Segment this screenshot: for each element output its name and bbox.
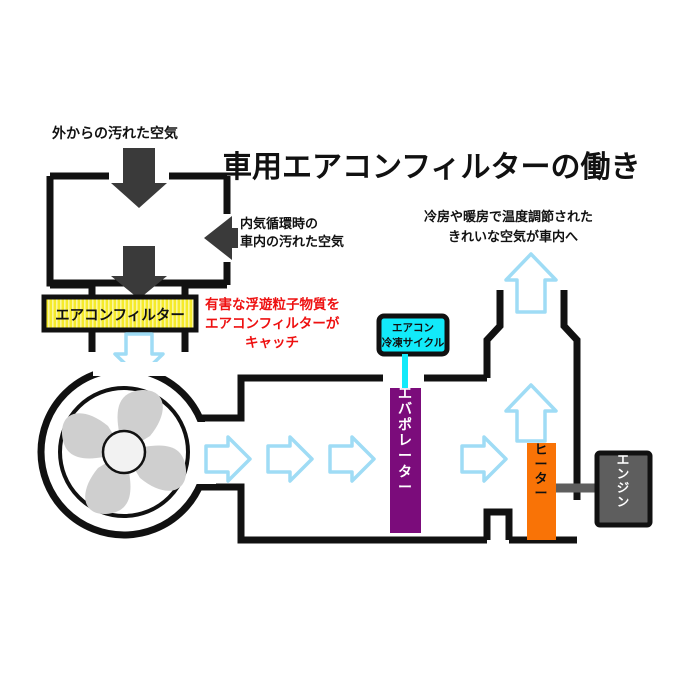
evaporator-label: エバポレーター — [398, 385, 412, 495]
recirculated-air-arrow — [204, 216, 238, 260]
airflow-arrow-1 — [204, 435, 252, 483]
ac-cycle-label-line1: エアコン — [392, 322, 434, 334]
filter-outlet-duct — [88, 330, 189, 352]
filter-note-line2: エアコンフィルターが — [205, 315, 340, 331]
filter-note-line1: 有害な浮遊粒子物質を — [205, 296, 340, 312]
blower-fan — [58, 386, 190, 518]
airflow-arrow-3 — [328, 435, 376, 483]
heater-label: ヒーター — [534, 442, 547, 501]
recirc-air-label-line2: 車内の汚れた空気 — [240, 234, 344, 249]
evaporator[interactable]: エバポレーター — [390, 385, 421, 533]
recirc-air-label-line1: 内気循環時の — [240, 216, 318, 231]
airflow-arrow-up-upper — [504, 252, 558, 314]
hvac-case-outline — [216, 374, 581, 544]
intake-duct-walls — [46, 176, 231, 289]
heater[interactable]: ヒーター — [527, 442, 556, 540]
filter-label: エアコンフィルター — [55, 307, 185, 324]
filter-note-line3: キャッチ — [245, 335, 299, 350]
airflow-arrow-2 — [266, 435, 314, 483]
airflow-arrows-main — [204, 435, 508, 483]
outside-air-arrow — [111, 148, 167, 208]
cabin-outlet-riser — [483, 290, 581, 378]
airflow-arrow-up-lower — [504, 383, 558, 443]
to-filter-arrow — [111, 246, 167, 299]
airflow-arrow-4 — [460, 435, 508, 483]
air-conditioner-filter[interactable]: エアコンフィルター — [41, 294, 199, 333]
outside-air-label: 外からの汚れた空気 — [52, 125, 178, 141]
ac-cycle-label-line2: 冷凍サイクル — [382, 336, 445, 349]
case-bottom-stub — [483, 508, 513, 540]
engine-label: エンジン — [617, 453, 630, 509]
engine[interactable]: エンジン — [594, 450, 653, 528]
page-title: 車用エアコンフィルターの働き — [222, 151, 641, 184]
ac-refrigeration-cycle-box[interactable]: エアコン 冷凍サイクル — [376, 313, 450, 357]
clean-air-label-line2: きれいな空気が車内へ — [448, 229, 578, 244]
clean-air-label-line1: 冷房や暖房で温度調節された — [424, 209, 593, 224]
airflow-arrows-vertical — [504, 252, 558, 443]
